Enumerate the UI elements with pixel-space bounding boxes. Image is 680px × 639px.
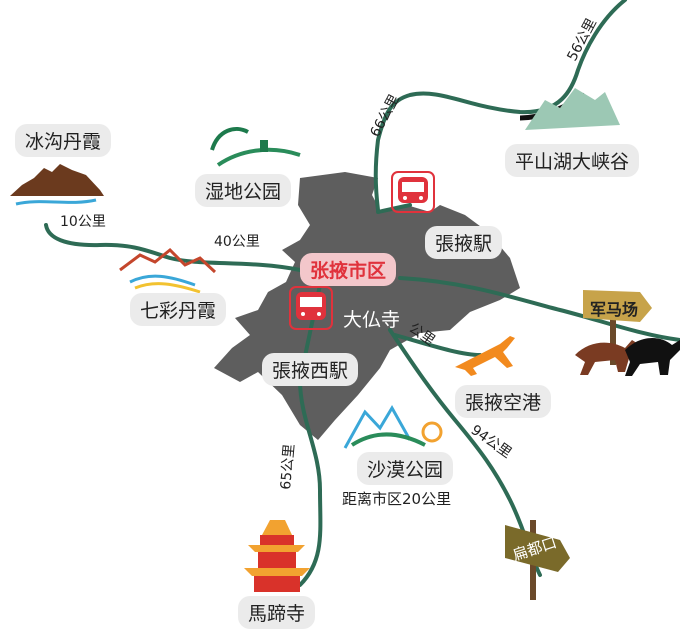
- place-zhangye-station[interactable]: 張掖駅: [425, 226, 503, 259]
- road-to-matisi: [298, 378, 323, 587]
- place-qicai-danxia[interactable]: 七彩丹霞: [130, 293, 227, 326]
- road-to-station: [376, 203, 412, 214]
- signpost-icon: [505, 520, 570, 600]
- place-bingou-danxia[interactable]: 冰沟丹霞: [15, 124, 112, 157]
- pagoda-icon: [244, 520, 310, 592]
- place-matisi[interactable]: 馬蹄寺: [238, 596, 316, 629]
- rock-icon: [10, 164, 104, 206]
- horse-icon: [575, 338, 680, 376]
- distance-40km: 40公里: [214, 234, 260, 250]
- danxia-icon: [119, 247, 217, 294]
- place-airport[interactable]: 張掖空港: [455, 385, 552, 418]
- distance-66km: 66公里: [367, 92, 403, 140]
- place-wetland-park[interactable]: 湿地公园: [195, 174, 292, 207]
- signpost-icon: [583, 290, 652, 365]
- train-icon: [289, 286, 333, 330]
- place-west-station[interactable]: 張掖西駅: [262, 353, 359, 386]
- place-pingshan-canyon[interactable]: 平山湖大峡谷: [505, 144, 640, 177]
- wetland-icon: [210, 127, 301, 167]
- place-junmachang[interactable]: 军马场: [590, 300, 639, 319]
- mountain-icon: [525, 88, 620, 130]
- place-city-center[interactable]: 张掖市区: [300, 253, 397, 286]
- desert-distance-note: 距离市区20公里: [342, 490, 452, 508]
- road-to-bingou: [44, 223, 302, 272]
- desert-icon: [343, 405, 443, 449]
- road-to-pingshan: [373, 0, 627, 212]
- place-desert-park[interactable]: 沙漠公园: [357, 452, 454, 485]
- distance-56km: 56公里: [564, 16, 600, 64]
- roads: [44, 0, 680, 587]
- distance-65km: 65公里: [278, 443, 298, 490]
- distance-10km: 10公里: [60, 214, 106, 230]
- road-to-junmachang: [398, 276, 680, 342]
- train-icon: [391, 171, 435, 213]
- airplane-icon: [455, 336, 515, 376]
- road-to-airport: [393, 333, 482, 357]
- place-dafosi[interactable]: 大仏寺: [343, 309, 401, 331]
